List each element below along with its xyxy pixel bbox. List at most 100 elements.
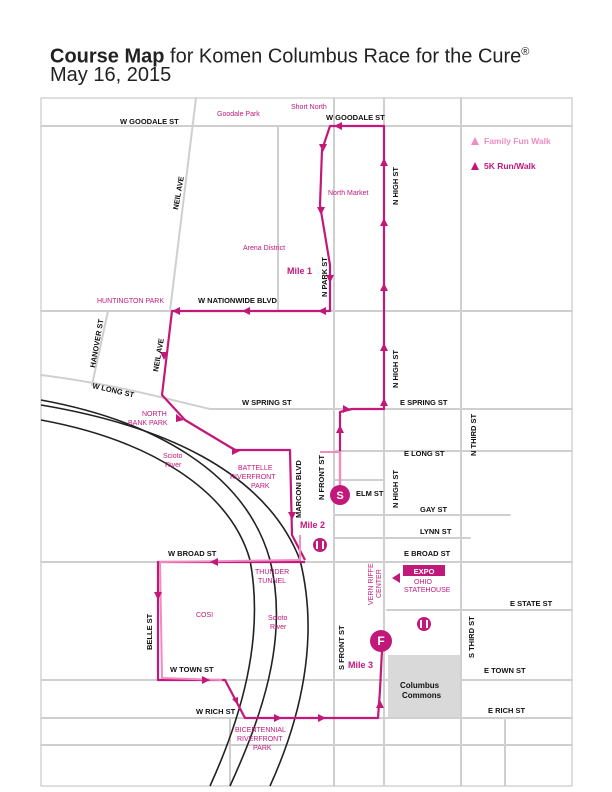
landmark-arena-district: Arena District: [243, 245, 285, 252]
street-n-third: N THIRD ST: [469, 414, 478, 457]
arrow-down-arena: [317, 207, 325, 215]
landmark-bicentennial-2: RIVERFRONT: [237, 736, 283, 743]
landmark-scioto-1b: River: [165, 462, 182, 469]
arrow-up-finish: [376, 700, 384, 708]
landmark-north-bank-2: BANK PARK: [128, 420, 168, 427]
map-frame: [40, 97, 573, 787]
street-elm: ELM ST: [356, 489, 384, 498]
landmark-battelle-2: RIVERFRONT: [230, 474, 276, 481]
arrow-left-nationwide-1: [318, 307, 326, 315]
street-w-rich: W RICH ST: [196, 707, 236, 716]
title-rest: for Komen Columbus Race for the Cure: [164, 45, 522, 68]
finish-label: F: [377, 634, 384, 648]
landmark-huntington-park: HUNTINGTON PARK: [97, 298, 164, 305]
arrow-down-market: [319, 144, 327, 152]
landmark-ohio-1: OHIO: [414, 579, 432, 586]
landmark-columbus-commons-2: Commons: [402, 691, 442, 700]
street-e-town: E TOWN ST: [484, 666, 526, 675]
street-e-long: E LONG ST: [404, 449, 445, 458]
street-n-front: N FRONT ST: [317, 455, 326, 500]
landmark-ohio-2: STATEHOUSE: [404, 587, 451, 594]
landmark-scioto-2b: River: [270, 624, 287, 631]
landmark-cosi: COSI: [196, 612, 213, 619]
restroom-icon-1: [313, 538, 327, 552]
arrow-up-high-1: [380, 158, 388, 166]
landmark-columbus-commons-1: Columbus: [400, 681, 440, 690]
road-w-long: [40, 374, 211, 410]
start-label: S: [336, 490, 343, 502]
legend-run-label: 5K Run/Walk: [484, 161, 536, 171]
street-w-nationwide: W NATIONWIDE BLVD: [198, 296, 277, 305]
street-n-high-3: N HIGH ST: [391, 470, 400, 508]
map-title: Course Map for Komen Columbus Race for t…: [50, 40, 529, 69]
legend-family-label: Family Fun Walk: [484, 136, 551, 146]
arrow-up-high-5: [380, 398, 388, 406]
river-bank-east: [40, 404, 309, 787]
arrow-right-spring: [343, 405, 350, 413]
map-date: May 16, 2015: [50, 64, 172, 86]
arrow-left-goodale: [334, 122, 342, 130]
street-w-long: W LONG ST: [92, 381, 136, 399]
landmark-vern-riffe-1: VERN RIFFE: [368, 563, 375, 605]
landmark-scioto-2a: Scioto: [268, 615, 288, 622]
street-s-front: S FRONT ST: [337, 625, 346, 670]
street-n-high-1: N HIGH ST: [391, 167, 400, 205]
street-gay: GAY ST: [420, 505, 448, 514]
arrow-up-high-2: [380, 218, 388, 226]
road-neil-north: [169, 97, 197, 312]
landmark-north-market: North Market: [328, 190, 369, 197]
arrow-left-nationwide-2: [242, 307, 250, 315]
street-e-spring: E SPRING ST: [400, 398, 448, 407]
finish-marker: F: [370, 630, 392, 652]
street-n-high-2: N HIGH ST: [391, 350, 400, 388]
restroom-icon-2: [417, 617, 431, 631]
arrow-up-front: [336, 425, 344, 433]
street-hanover: HANOVER ST: [88, 318, 105, 368]
family-path: [159, 451, 341, 681]
street-s-third: S THIRD ST: [467, 616, 476, 658]
landmark-short-north: Short North: [291, 104, 327, 111]
arrow-down-park: [326, 275, 334, 283]
statehouse-pointer-icon: [392, 573, 400, 583]
arrow-left-nationwide-3: [172, 307, 180, 315]
street-lynn: LYNN ST: [420, 527, 452, 536]
landmark-battelle-3: PARK: [251, 483, 270, 490]
mile-markers: Mile 1 Mile 2 Mile 3: [287, 266, 373, 670]
landmark-labels: Goodale Park Short North North Market Ar…: [97, 104, 451, 752]
arrow-down-rich: [232, 697, 238, 705]
legend: Family Fun Walk 5K Run/Walk: [471, 136, 551, 171]
street-e-broad: E BROAD ST: [404, 549, 451, 558]
landmark-thunder-1: THUNDER: [255, 569, 289, 576]
mile-1-label: Mile 1: [287, 266, 312, 276]
expo-label: EXPO: [414, 567, 435, 576]
expo-badge: [403, 565, 445, 576]
arrow-right-northbank: [176, 414, 184, 422]
route-family-walk: [159, 451, 341, 681]
arrow-down-belle: [154, 592, 162, 600]
river-bank-west-2: [40, 419, 256, 787]
arrow-right-rich-1: [274, 714, 282, 722]
columbus-commons-block: [388, 655, 460, 717]
street-marconi: MARCONI BLVD: [294, 460, 303, 518]
landmark-scioto-1a: Scioto: [163, 453, 183, 460]
street-w-goodale-1: W GOODALE ST: [120, 117, 179, 126]
route-5k: [156, 124, 386, 720]
street-w-spring: W SPRING ST: [242, 398, 292, 407]
arrow-right-rich-2: [318, 714, 326, 722]
mile-3-label: Mile 3: [348, 660, 373, 670]
street-w-goodale-2: W GOODALE ST: [326, 113, 385, 122]
arrow-down-neil: [160, 352, 168, 360]
landmark-vern-riffe-2: CENTER: [376, 569, 383, 598]
arrow-right-town: [202, 676, 210, 684]
street-w-town: W TOWN ST: [170, 665, 214, 674]
route-south-loop: [156, 560, 384, 720]
landmark-battelle-1: BATTELLE: [238, 465, 273, 472]
landmark-goodale-park: Goodale Park: [217, 111, 260, 118]
title-bold: Course Map: [50, 45, 165, 68]
route-arrows: [154, 122, 388, 722]
street-labels: W GOODALE ST W GOODALE ST NEIL AVE NEIL …: [88, 113, 553, 716]
legend-family-icon: [471, 137, 479, 145]
start-marker: S: [330, 485, 350, 505]
arrow-left-broad: [210, 558, 218, 566]
